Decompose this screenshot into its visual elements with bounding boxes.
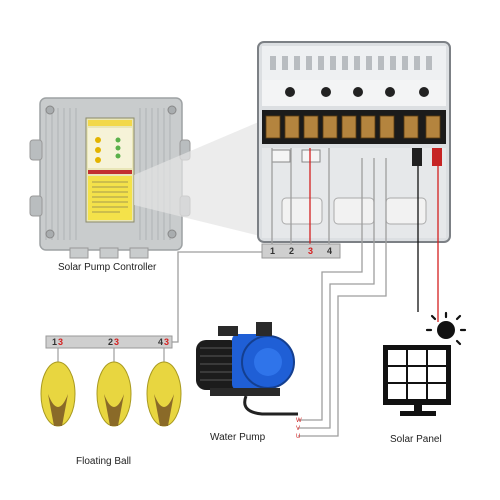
terminal-block-bar xyxy=(261,243,341,259)
zoom-cone xyxy=(134,118,268,238)
float-pair-2-b: 3 xyxy=(114,337,120,347)
float-pair-1-a: 1 xyxy=(52,337,58,347)
water-pump xyxy=(196,322,298,416)
sun-icon xyxy=(437,321,455,339)
terminal-number-2: 2 xyxy=(289,246,295,256)
label-solar-panel: Solar Panel xyxy=(390,434,442,445)
wire-pump-w xyxy=(298,158,363,421)
float-pair-2-a: 2 xyxy=(108,337,114,347)
wire-controller-to-float xyxy=(170,251,262,343)
float-ball-3 xyxy=(146,361,182,427)
pump-wire-label-w: W xyxy=(296,418,302,424)
label-solar-pump-controller: Solar Pump Controller xyxy=(58,262,157,273)
float-ball-1 xyxy=(40,361,76,427)
float-bar xyxy=(45,335,173,349)
wiring xyxy=(170,148,439,437)
label-water-pump: Water Pump xyxy=(210,432,266,443)
terminal-zoom-view xyxy=(257,41,451,243)
terminal-number-3: 3 xyxy=(308,246,314,256)
float-pair-3-a: 4 xyxy=(158,337,164,347)
pump-wire-label-v: V xyxy=(296,426,300,432)
float-pair-1-b: 3 xyxy=(58,337,64,347)
terminal-number-1: 1 xyxy=(270,246,276,256)
floating-ball-group xyxy=(40,335,182,427)
wire-pump-v xyxy=(298,158,375,429)
solar-panel xyxy=(383,311,467,416)
pump-wire-label-u: U xyxy=(296,434,300,440)
wire-pump-u xyxy=(298,158,387,437)
terminal-number-4: 4 xyxy=(327,246,333,256)
float-pair-3-b: 3 xyxy=(164,337,170,347)
label-floating-ball: Floating Ball xyxy=(76,456,132,467)
float-ball-2 xyxy=(96,361,132,427)
